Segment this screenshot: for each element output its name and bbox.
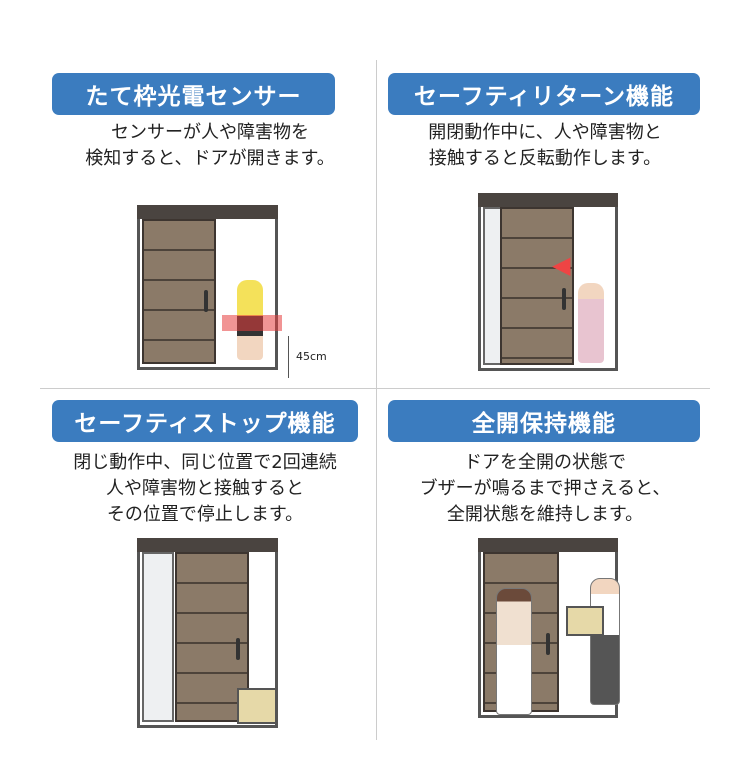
panel-title-safety-return: セーフティリターン機能 [388,73,700,115]
cardboard-box [237,688,277,724]
door-handle [236,638,240,660]
vertical-divider [376,60,377,740]
woman-figure [496,588,532,715]
panel-title-safety-stop: セーフティストップ機能 [52,400,358,442]
panel-desc-safety-stop: 閉じ動作中、同じ位置で2回連続 人や障害物と接触すると その位置で停止します。 [40,450,370,528]
door-header [478,193,618,207]
reverse-arrow-icon: ◀ [552,251,571,279]
door-header [137,538,278,552]
door-illustration-sensor [137,205,282,370]
horizontal-divider [40,388,710,389]
desc-line: 接触すると反転動作します。 [428,148,662,169]
door-panel [500,207,574,365]
desc-line: 開閉動作中に、人や障害物と [428,122,662,143]
measure-line [288,336,289,378]
delivery-man-figure [590,578,620,705]
desc-line: ブザーが鳴るまで押さえると、 [419,478,671,499]
door-illustration-full-open-hold [478,538,620,718]
measure-label: 45cm [296,350,327,363]
desc-line: 人や障害物と接触すると [106,478,304,499]
sensor-beam [222,315,282,331]
door-handle [204,290,208,312]
door-illustration-safety-return: ◀ [478,193,618,371]
door-handle [562,288,566,310]
woman-figure [578,283,604,363]
door-header [137,205,278,219]
door-header [478,538,618,552]
desc-line: センサーが人や障害物を [111,122,309,143]
panel-desc-safety-return: 開閉動作中に、人や障害物と 接触すると反転動作します。 [380,120,710,172]
door-handle [546,633,550,655]
panel-desc-sensor: センサーが人や障害物を 検知すると、ドアが開きます。 [45,120,375,172]
package-box [566,606,604,636]
desc-line: 全開状態を維持します。 [446,504,644,525]
panel-title-full-open-hold: 全開保持機能 [388,400,700,442]
desc-line: 閉じ動作中、同じ位置で2回連続 [73,452,337,473]
desc-line: その位置で停止します。 [106,504,304,525]
desc-line: ドアを全開の状態で [464,452,626,473]
door-illustration-safety-stop [137,538,278,728]
panel-desc-full-open-hold: ドアを全開の状態で ブザーが鳴るまで押さえると、 全開状態を維持します。 [380,450,710,528]
door-panel [142,219,216,364]
door-panel [175,552,249,722]
panel-title-sensor: たて枠光電センサー [52,73,335,115]
side-glass [142,552,174,722]
desc-line: 検知すると、ドアが開きます。 [85,148,335,169]
